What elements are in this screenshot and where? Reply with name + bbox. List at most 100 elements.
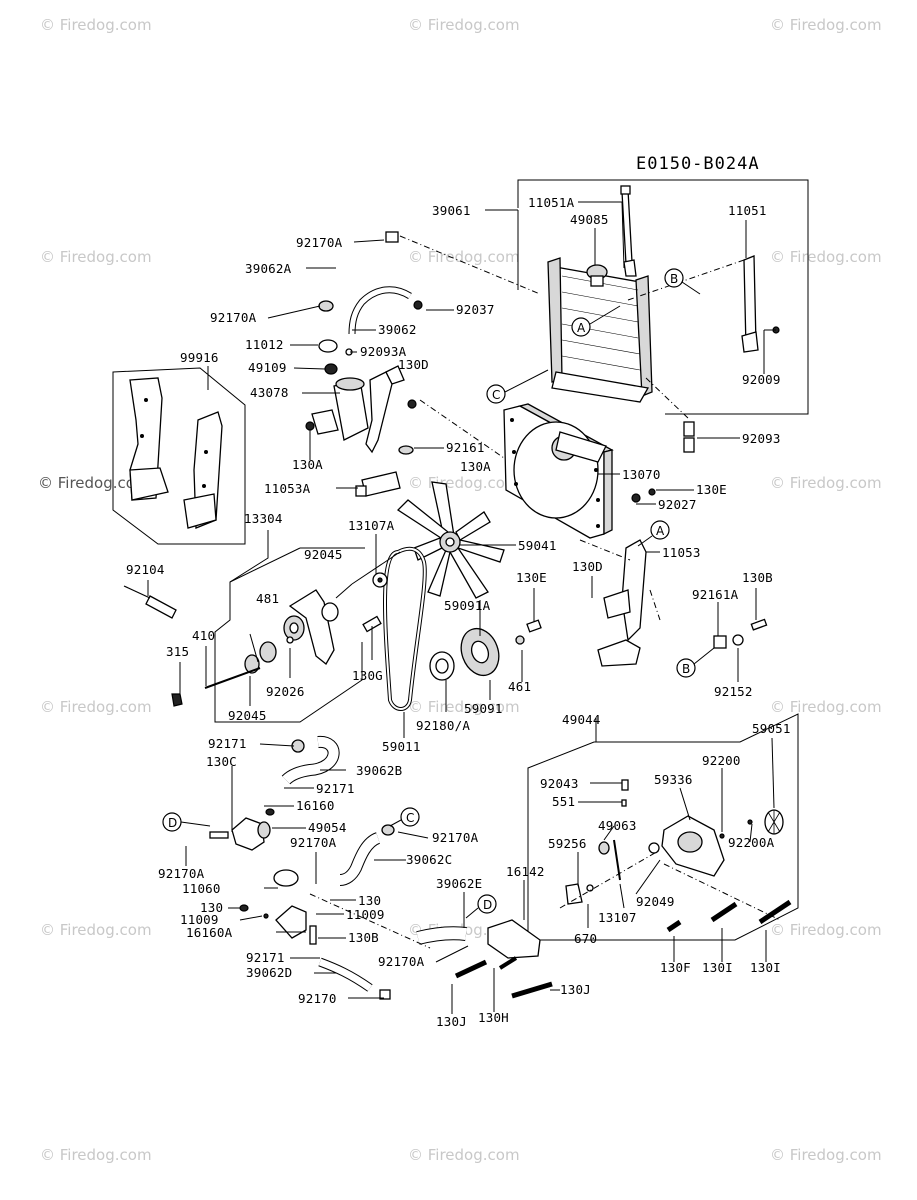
pulley-assembly-outline (214, 530, 363, 723)
part-label: 39062D (246, 965, 292, 980)
watermark: © Firedog.com (40, 921, 152, 939)
part-label: 99916 (180, 350, 219, 365)
part-label: 130I (702, 960, 733, 975)
part-label: 130G (352, 668, 383, 683)
watermark: © Firedog.com (408, 1146, 520, 1164)
part-label: 130B (742, 570, 773, 585)
part-label: 11051A (528, 195, 575, 210)
callout-circle-c2 (400, 807, 420, 827)
part-label: 130E (516, 570, 547, 585)
callout-c-label: C (492, 388, 500, 402)
part-label: 92180/A (416, 718, 470, 733)
watermark: © Firedog.com (408, 698, 520, 716)
part-label: 11051 (728, 203, 767, 218)
part-label: 16160 (296, 798, 335, 813)
part-label: 410 (192, 628, 215, 643)
part-label: 49109 (248, 360, 287, 375)
part-label: 461 (508, 679, 531, 694)
pump-assembly-outline (527, 713, 799, 941)
part-label: 92027 (658, 497, 697, 512)
part-label: 130A (460, 459, 491, 474)
part-label: 130D (572, 559, 603, 574)
left-bracket-99916 (129, 377, 223, 529)
part-label: 130 (200, 900, 223, 915)
watermark: © Firedog.com (40, 1146, 152, 1164)
part-label: 92170A (432, 830, 479, 845)
part-labels: 39061 11051A 49085 11051 92170A 39062A 9… (126, 195, 791, 1029)
pulley-59091 (429, 619, 542, 681)
part-label: 11053A (264, 481, 311, 496)
part-11051 (741, 255, 780, 353)
part-label: 92161 (446, 440, 485, 455)
part-label: 11053 (662, 545, 701, 560)
thermostat-housing-16160A (239, 869, 317, 945)
callout-a-label: A (577, 321, 586, 335)
radiator (547, 257, 653, 403)
part-label: 92170A (158, 866, 205, 881)
part-label: 49044 (562, 712, 601, 727)
part-label: 92170A (210, 310, 257, 325)
watermark: © Firedog.com (770, 248, 882, 266)
callout-a-label: A (656, 524, 665, 538)
part-label: 49085 (570, 212, 609, 227)
part-label: 92093 (742, 431, 781, 446)
part-label: 130J (436, 1014, 467, 1029)
part-label: 92104 (126, 562, 165, 577)
watermark: © Firedog.com (40, 698, 152, 716)
part-label: 11012 (245, 337, 284, 352)
part-label: 315 (166, 644, 189, 659)
watermark: © Firedog.com (40, 248, 152, 266)
callout-circle-a2 (650, 520, 670, 540)
reservoir-tank (311, 339, 369, 441)
part-label: 130 (358, 893, 381, 908)
callout-d-label: D (168, 816, 177, 830)
part-label: 59336 (654, 772, 693, 787)
part-label: 92045 (228, 708, 267, 723)
bracket-assembly-outline (112, 367, 246, 545)
part-label: 49063 (598, 818, 637, 833)
part-label: 39062 (378, 322, 417, 337)
part-label: 43078 (250, 385, 289, 400)
part-label: 92049 (636, 894, 675, 909)
part-label: 92037 (456, 302, 495, 317)
part-label: 59041 (518, 538, 557, 553)
callout-circle-d2 (477, 894, 497, 914)
part-label: 92045 (304, 547, 343, 562)
part-label: 130F (660, 960, 691, 975)
part-label: 13304 (244, 511, 283, 526)
part-label: 670 (574, 931, 597, 946)
watermark: © Firedog.com (38, 474, 150, 492)
watermarks: © Firedog.com © Firedog.com © Firedog.co… (38, 16, 882, 1164)
callout-d-label: D (483, 898, 492, 912)
part-label: 130H (478, 1010, 509, 1025)
part-label: 130A (292, 457, 323, 472)
callout-circle-a (571, 317, 591, 337)
part-label: 92170A (296, 235, 343, 250)
part-label: 11009 (180, 912, 219, 927)
part-label: 551 (552, 794, 575, 809)
fan-shroud (503, 403, 614, 539)
tension-pulley-parts (171, 589, 382, 707)
callouts: B A C A B D C D (162, 268, 715, 919)
part-label: 92170A (378, 954, 425, 969)
part-label: 92170 (298, 991, 337, 1006)
tank-bracket (305, 365, 417, 497)
watermark: © Firedog.com (408, 474, 520, 492)
part-label: 92171 (208, 736, 247, 751)
part-label: 92043 (540, 776, 579, 791)
part-label: 11060 (182, 881, 221, 896)
part-label: 92171 (246, 950, 285, 965)
part-label: 39062B (356, 763, 402, 778)
part-label: 130B (348, 930, 379, 945)
part-label: 59256 (548, 836, 587, 851)
callout-circle-b2 (676, 658, 696, 678)
right-bracket-11053 (597, 488, 768, 667)
radiator-assembly-outline (517, 179, 809, 415)
part-label: 130E (696, 482, 727, 497)
part-label: 16142 (506, 864, 545, 879)
part-label: 59091 (464, 701, 503, 716)
part-label: 92009 (742, 372, 781, 387)
part-label: 59051 (752, 721, 791, 736)
part-label: 49054 (308, 820, 347, 835)
